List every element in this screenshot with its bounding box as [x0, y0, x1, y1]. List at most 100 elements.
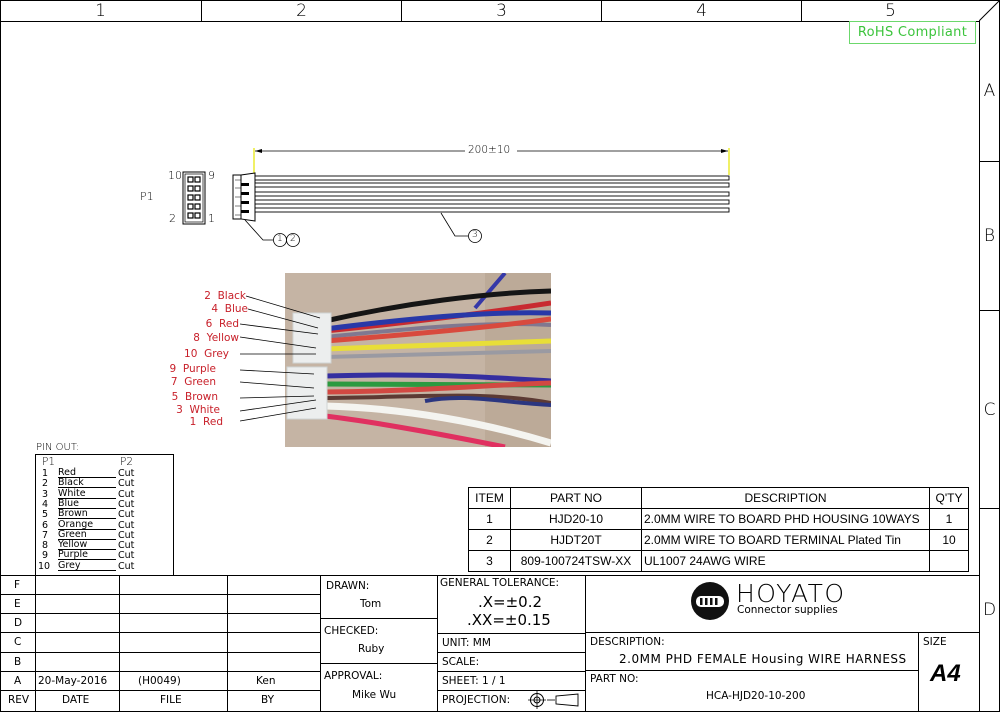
wire-label: 6 Red: [205, 318, 239, 330]
third-angle-projection-icon: [528, 691, 579, 709]
rev-c: C: [14, 636, 22, 648]
bom-part-no: 809-100724TSW-XX: [510, 550, 642, 572]
wire-label: 3 White: [176, 404, 220, 416]
grid-col-5: 5: [885, 1, 896, 21]
bom-description: UL1007 24AWG WIRE: [641, 550, 930, 572]
connector-face-view: [182, 171, 206, 225]
bom-qty: [929, 550, 969, 572]
dimension-length: 200±10: [468, 144, 511, 156]
description-label: DESCRIPTION:: [590, 636, 665, 648]
wire-label: 2 Black: [204, 290, 246, 302]
bom-header-row: ITEM PART NO DESCRIPTION Q'TY: [468, 487, 969, 509]
bom-header-item: ITEM: [468, 487, 511, 509]
rev-a-date: 20-May-2016: [38, 675, 108, 687]
frame-top: [0, 0, 1000, 1]
photo-leader-lines: [240, 295, 321, 422]
unit-value: UNIT: MM: [442, 637, 491, 649]
part-no-value: HCA-HJD20-10-200: [706, 690, 806, 702]
rev-header-by: BY: [261, 694, 275, 706]
bom-item: 3: [468, 550, 511, 572]
connector-side-view: [232, 148, 730, 247]
bom-header-description: DESCRIPTION: [641, 487, 930, 509]
wire-label: 8 Yellow: [193, 332, 239, 344]
bom-part-no: HJD20-10: [510, 508, 642, 530]
checked-by: Ruby: [358, 643, 385, 655]
company-name: HOYATO: [736, 579, 846, 608]
pinout-title: PIN OUT:: [36, 442, 80, 453]
checked-label: CHECKED:: [324, 625, 379, 637]
wire-photo-illustration: [285, 273, 551, 447]
pin-label-1: 1: [208, 212, 215, 225]
rev-header-rev: REV: [8, 694, 30, 706]
approved-by: Mike Wu: [352, 689, 397, 701]
rev-header-file: FILE: [160, 694, 182, 706]
bom-qty: 1: [929, 508, 969, 530]
wire-label: 7 Green: [170, 376, 216, 388]
rev-d: D: [14, 617, 23, 629]
grid-col-4: 4: [602, 0, 802, 21]
grid-row-a: A: [979, 21, 1000, 162]
rev-a-by: Ken: [256, 675, 276, 687]
size-label: SIZE: [923, 636, 947, 648]
company-logo: HOYATO Connector supplies: [690, 581, 870, 621]
drawn-by: Tom: [360, 598, 382, 610]
frame-right-inner: [979, 21, 980, 712]
bom-row: 2 HJDT20T 2.0MM WIRE TO BOARD TERMINAL P…: [468, 529, 969, 551]
rev-e: E: [14, 598, 21, 610]
grid-row-b: B: [979, 162, 1000, 311]
grid-col-3: 3: [402, 0, 602, 21]
bom-part-no: HJDT20T: [510, 529, 642, 551]
rev-a: A: [14, 675, 22, 687]
bom-item: 1: [468, 508, 511, 530]
bom-description: 2.0MM WIRE TO BOARD TERMINAL Plated Tin: [641, 529, 930, 551]
bom-item: 2: [468, 529, 511, 551]
grid-col-2: 2: [202, 0, 402, 21]
scale-label: SCALE:: [442, 656, 480, 668]
pin-label-10: 10: [168, 169, 182, 182]
balloon-3: 3: [472, 230, 478, 240]
frame-left: [0, 0, 1, 712]
bom-header-part-no: PART NO: [510, 487, 642, 509]
pin-label-2: 2: [169, 212, 176, 225]
bom-header-qty: Q'TY: [929, 487, 969, 509]
pinout-col-p2: P2: [120, 456, 134, 468]
bom-row: 3 809-100724TSW-XX UL1007 24AWG WIRE: [468, 550, 969, 572]
projection-label: PROJECTION:: [442, 694, 511, 706]
drawn-label: DRAWN:: [326, 580, 370, 592]
wire-label: 5 Brown: [171, 391, 218, 403]
grid-row-d: D: [982, 600, 997, 620]
wire-label: 4 Blue: [211, 303, 248, 315]
balloon-1: 1: [277, 234, 283, 244]
grid-col-1: 1: [0, 0, 202, 21]
size-value: A4: [930, 660, 961, 687]
pin-label-9: 9: [208, 169, 215, 182]
approval-label: APPROVAL:: [324, 670, 383, 682]
tolerance-x: .X=±0.2: [478, 593, 543, 611]
bom-table: ITEM PART NO DESCRIPTION Q'TY 1 HJD20-10…: [468, 487, 969, 572]
wire-label: 1 Red: [189, 416, 223, 428]
part-no-label: PART NO:: [590, 673, 639, 685]
rev-a-file: (H0049): [138, 675, 181, 687]
description-value: 2.0MM PHD FEMALE Housing WIRE HARNESS: [619, 652, 907, 666]
wire-label: 9 Purple: [169, 363, 216, 375]
rev-f: F: [14, 579, 21, 591]
bom-row: 1 HJD20-10 2.0MM WIRE TO BOARD PHD HOUSI…: [468, 508, 969, 530]
tolerance-label: GENERAL TOLERANCE:: [440, 577, 560, 589]
rev-b: B: [14, 656, 22, 668]
wire-label: 10 Grey: [184, 348, 229, 360]
sheet-value: SHEET: 1 / 1: [442, 675, 506, 687]
bom-qty: 10: [929, 529, 969, 551]
corner-diagonal: [979, 0, 1000, 22]
grid-row-c: C: [979, 311, 1000, 509]
harness-photo: [285, 273, 551, 447]
